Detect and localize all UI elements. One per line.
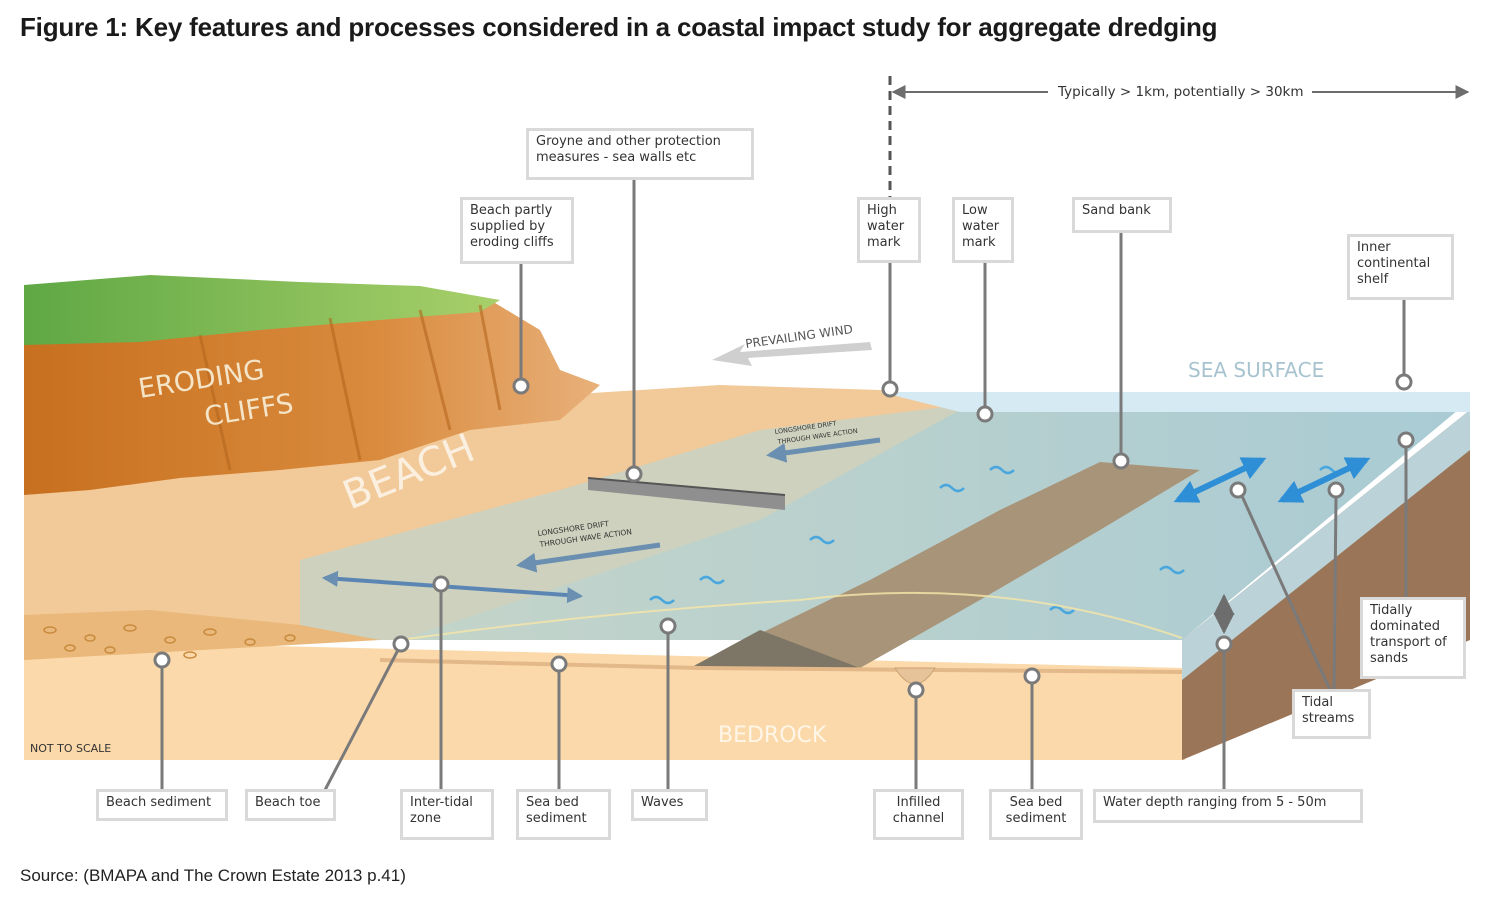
label-inner-continental-shelf: Inner continental shelf [1347,234,1454,300]
source-caption: Source: (BMAPA and The Crown Estate 2013… [20,866,406,885]
waves-squiggles [649,465,1345,615]
distance-text: Typically > 1km, potentially > 30km [1057,84,1304,100]
label-low-water-mark: Low water mark [952,197,1014,263]
longshore-drift-arrow-1 [766,437,881,463]
prevailing-wind-arrow [712,342,872,366]
label-tidal-streams: Tidal streams [1292,689,1371,739]
label-inter-tidal-zone: Inter-tidal zone [400,789,494,840]
label-sand-bank: Sand bank [1072,197,1172,233]
bedrock-text: BEDROCK [718,723,827,748]
not-to-scale-text: NOT TO SCALE [30,742,111,755]
sea-surface-text: SEA SURFACE [1188,358,1324,382]
label-high-water-mark: High water mark [857,197,921,263]
cliff-body [24,300,600,495]
longshore-drift-arrow-2 [516,542,661,573]
label-tidally-dominated: Tidally dominated transport of sands [1360,597,1466,679]
leader-lines [160,178,1408,791]
label-beach-supplied: Beach partly supplied by eroding cliffs [460,197,574,264]
cliff-grass [24,275,500,345]
label-infilled-channel: Infilled channel [873,789,964,840]
label-beach-toe: Beach toe [245,789,336,821]
label-water-depth: Water depth ranging from 5 - 50m [1093,789,1363,823]
label-sea-bed-sediment-1: Sea bed sediment [516,789,611,840]
groyne-structure [587,477,786,510]
label-waves: Waves [631,789,708,821]
intertidal-arrow [321,570,584,604]
sand-bank [690,462,1200,668]
tidal-stream-arrow-1 [1173,457,1267,503]
sea-surface-band [880,392,1470,412]
label-sea-bed-sediment-2: Sea bed sediment [989,789,1083,840]
label-beach-sediment: Beach sediment [96,789,228,821]
label-groyne: Groyne and other protection measures - s… [526,128,754,180]
figure-title: Figure 1: Key features and processes con… [20,12,1218,42]
tidal-stream-arrow-2 [1277,457,1371,503]
leader-endpoints [153,373,1415,699]
bedrock-block [24,640,1185,760]
